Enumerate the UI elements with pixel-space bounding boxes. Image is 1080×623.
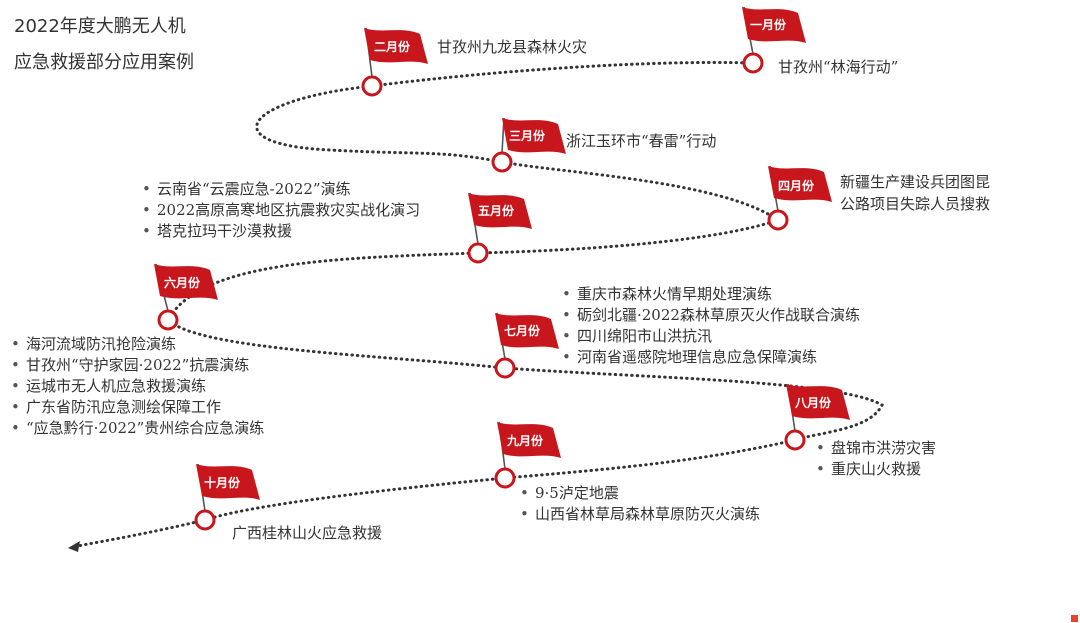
flag-label-feb: 二月份 — [373, 40, 410, 54]
dotted-route-path — [70, 60, 884, 549]
flag-label-oct: 十月份 — [203, 476, 240, 490]
corner-mark — [1071, 615, 1078, 622]
list-item: 河南省遥感院地理信息应急保障演练 — [560, 347, 860, 368]
list-item: 2022高原高寒地区抗震救灾实战化演习 — [140, 200, 420, 221]
flag-label-sep: 九月份 — [506, 434, 543, 448]
list-item: 盘锦市洪涝灾害 — [814, 438, 936, 459]
flag-icon-jun — [154, 264, 218, 300]
milestone-marker-jul — [494, 357, 516, 379]
flag-icon-feb — [364, 28, 428, 64]
event-feb: 甘孜州九龙县森林火灾 — [437, 38, 588, 56]
title-line-1: 2022年度大鹏无人机 — [14, 16, 186, 37]
milestone-marker-mar — [491, 151, 513, 173]
flag-label-jan: 一月份 — [749, 18, 786, 32]
list-item: 运城市无人机应急救援演练 — [9, 376, 264, 397]
flag-icon-apr — [768, 166, 832, 202]
events-jul: 重庆市森林火情早期处理演练 砺剑北疆·2022森林草原灭火作战联合演练 四川绵阳… — [560, 284, 860, 368]
flag-label-mar: 三月份 — [508, 129, 545, 143]
milestone-marker-apr — [767, 209, 789, 231]
list-item: 海河流域防汛抢险演练 — [9, 334, 264, 355]
events-sep: 9·5泸定地震 山西省林草局森林草原防灭火演练 — [518, 483, 760, 525]
flag-icon-jan — [742, 7, 806, 43]
flag-icon-oct — [196, 464, 260, 500]
event-apr-line2: 公路项目失踪人员搜救 — [840, 195, 991, 213]
milestone-markers — [154, 6, 850, 531]
events-jun: 海河流域防汛抢险演练 甘孜州“守护家园·2022”抗震演练 运城市无人机应急救援… — [9, 334, 264, 439]
milestone-marker-may — [467, 242, 489, 264]
event-oct: 广西桂林山火应急救援 — [232, 524, 383, 542]
flag-icon-sep — [497, 422, 561, 458]
event-mar: 浙江玉环市“春雷”行动 — [566, 132, 717, 150]
list-item: 重庆山火救援 — [814, 459, 936, 480]
list-item: 塔克拉玛干沙漠救援 — [140, 221, 420, 242]
list-item: 山西省林草局森林草原防灭火演练 — [518, 504, 760, 525]
milestone-marker-aug — [784, 429, 806, 451]
flag-icon-mar — [502, 118, 566, 154]
title-line-2: 应急救援部分应用案例 — [14, 52, 194, 73]
flag-icon-aug — [786, 384, 850, 420]
arrowhead-icon — [68, 541, 80, 552]
list-item: 广东省防汛应急测绘保障工作 — [9, 397, 264, 418]
list-item: 9·5泸定地震 — [518, 483, 760, 504]
flag-label-jun: 六月份 — [163, 276, 200, 290]
milestone-marker-feb — [361, 75, 383, 97]
list-item: 重庆市森林火情早期处理演练 — [560, 284, 860, 305]
events-may: 云南省“云震应急-2022”演练 2022高原高寒地区抗震救灾实战化演习 塔克拉… — [140, 179, 420, 242]
list-item: 砺剑北疆·2022森林草原灭火作战联合演练 — [560, 305, 860, 326]
milestone-marker-jun — [157, 309, 179, 331]
event-jan: 甘孜州“林海行动” — [778, 58, 899, 76]
event-apr-line1: 新疆生产建设兵团图昆 — [840, 173, 991, 191]
flag-label-may: 五月份 — [477, 204, 514, 218]
list-item: 甘孜州“守护家园·2022”抗震演练 — [9, 355, 264, 376]
flag-label-jul: 七月份 — [503, 324, 540, 338]
milestone-marker-oct — [194, 509, 216, 531]
flag-label-apr: 四月份 — [777, 179, 814, 193]
list-item: 四川绵阳市山洪抗汛 — [560, 326, 860, 347]
flag-icon-jul — [495, 313, 559, 349]
milestone-marker-sep — [494, 467, 516, 489]
list-item: “应急黔行·2022”贵州综合应急演练 — [9, 418, 264, 439]
events-aug: 盘锦市洪涝灾害 重庆山火救援 — [814, 438, 936, 480]
milestone-marker-jan — [742, 52, 764, 74]
list-item: 云南省“云震应急-2022”演练 — [140, 179, 420, 200]
flag-label-aug: 八月份 — [794, 396, 831, 410]
flag-icon-may — [468, 193, 532, 229]
